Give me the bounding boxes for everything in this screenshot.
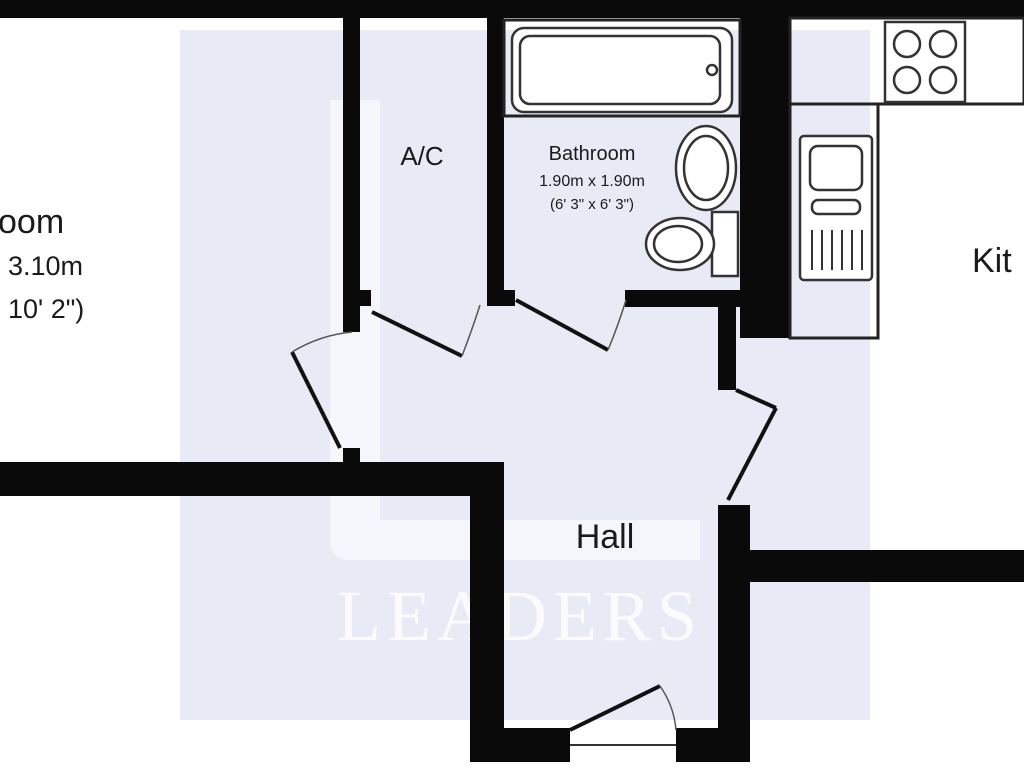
ac-door-swing (461, 304, 481, 357)
wall-kitchen-bottom (718, 550, 1024, 582)
bathroom-name: Bathroom (549, 143, 636, 165)
watermark-text: LEADERS (337, 576, 703, 656)
wall-top (0, 0, 1024, 18)
wall-stub-bedroom-door (343, 448, 360, 466)
sink-drainer-ribs (811, 230, 863, 270)
wall-hall-bottom-left (470, 728, 570, 762)
front-door-swing (659, 685, 677, 731)
toilet-seat (652, 224, 704, 264)
wall-stub-bath (487, 290, 515, 306)
bathroom-inner-line (502, 18, 742, 118)
wall-ac-bath-divider (487, 0, 504, 305)
hob-ring-3 (892, 65, 922, 95)
bedroom-door-leaf (290, 351, 342, 449)
bedroom-name: oom (0, 203, 64, 241)
ac-door-leaf (371, 310, 463, 358)
wall-bath-kitchen (740, 0, 790, 338)
bedroom-size-metric: 3.10m (8, 251, 83, 281)
wall-hall-left (470, 462, 504, 762)
kitchen-name: Kit (972, 242, 1012, 280)
bathroom-size-metric: 1.90m x 1.90m (539, 173, 645, 190)
bathtub-drain (705, 63, 719, 77)
bedroom-door-swing (291, 331, 353, 353)
hall-name: Hall (576, 518, 635, 556)
bathtub-inner (518, 34, 722, 106)
hob-ring-1 (892, 29, 922, 59)
watermark-logo-shape (330, 100, 700, 560)
wall-bedroom-ac-divider (343, 0, 360, 332)
kitchen-sink-bowl (808, 144, 864, 192)
bedroom-size-imperial: 10' 2") (8, 294, 84, 324)
bathroom-fixtures (502, 18, 742, 278)
kitchen-sink-drainer (810, 198, 862, 216)
hob-ring-4 (928, 65, 958, 95)
hob-ring-2 (928, 29, 958, 59)
front-door-leaf (569, 684, 661, 732)
toilet-cistern (710, 210, 740, 278)
wall-bath-bottom (625, 290, 790, 307)
washbasin-inner (682, 134, 730, 202)
kitchen-door-leaf-2 (726, 407, 778, 501)
kitchen-counter-left (788, 102, 880, 340)
bathroom-size-imperial: (6' 3" x 6' 3") (550, 196, 634, 213)
wall-hall-right-upper (718, 290, 736, 390)
doors (290, 298, 778, 746)
bathroom-door-leaf (515, 298, 609, 352)
kitchen-door-leaf (735, 388, 777, 410)
wall-bedroom-bottom (0, 462, 500, 496)
wall-stub-ac (343, 290, 371, 306)
bathroom-door-swing (607, 299, 627, 351)
kitchen-counter-top (788, 16, 1024, 106)
wall-hall-right-lower (718, 505, 750, 762)
kitchen-fixtures (788, 16, 1024, 340)
ac-name: A/C (400, 141, 443, 171)
room-labels: oom 3.10m 10' 2") A/C Bathroom 1.90m x 1… (0, 141, 1012, 556)
